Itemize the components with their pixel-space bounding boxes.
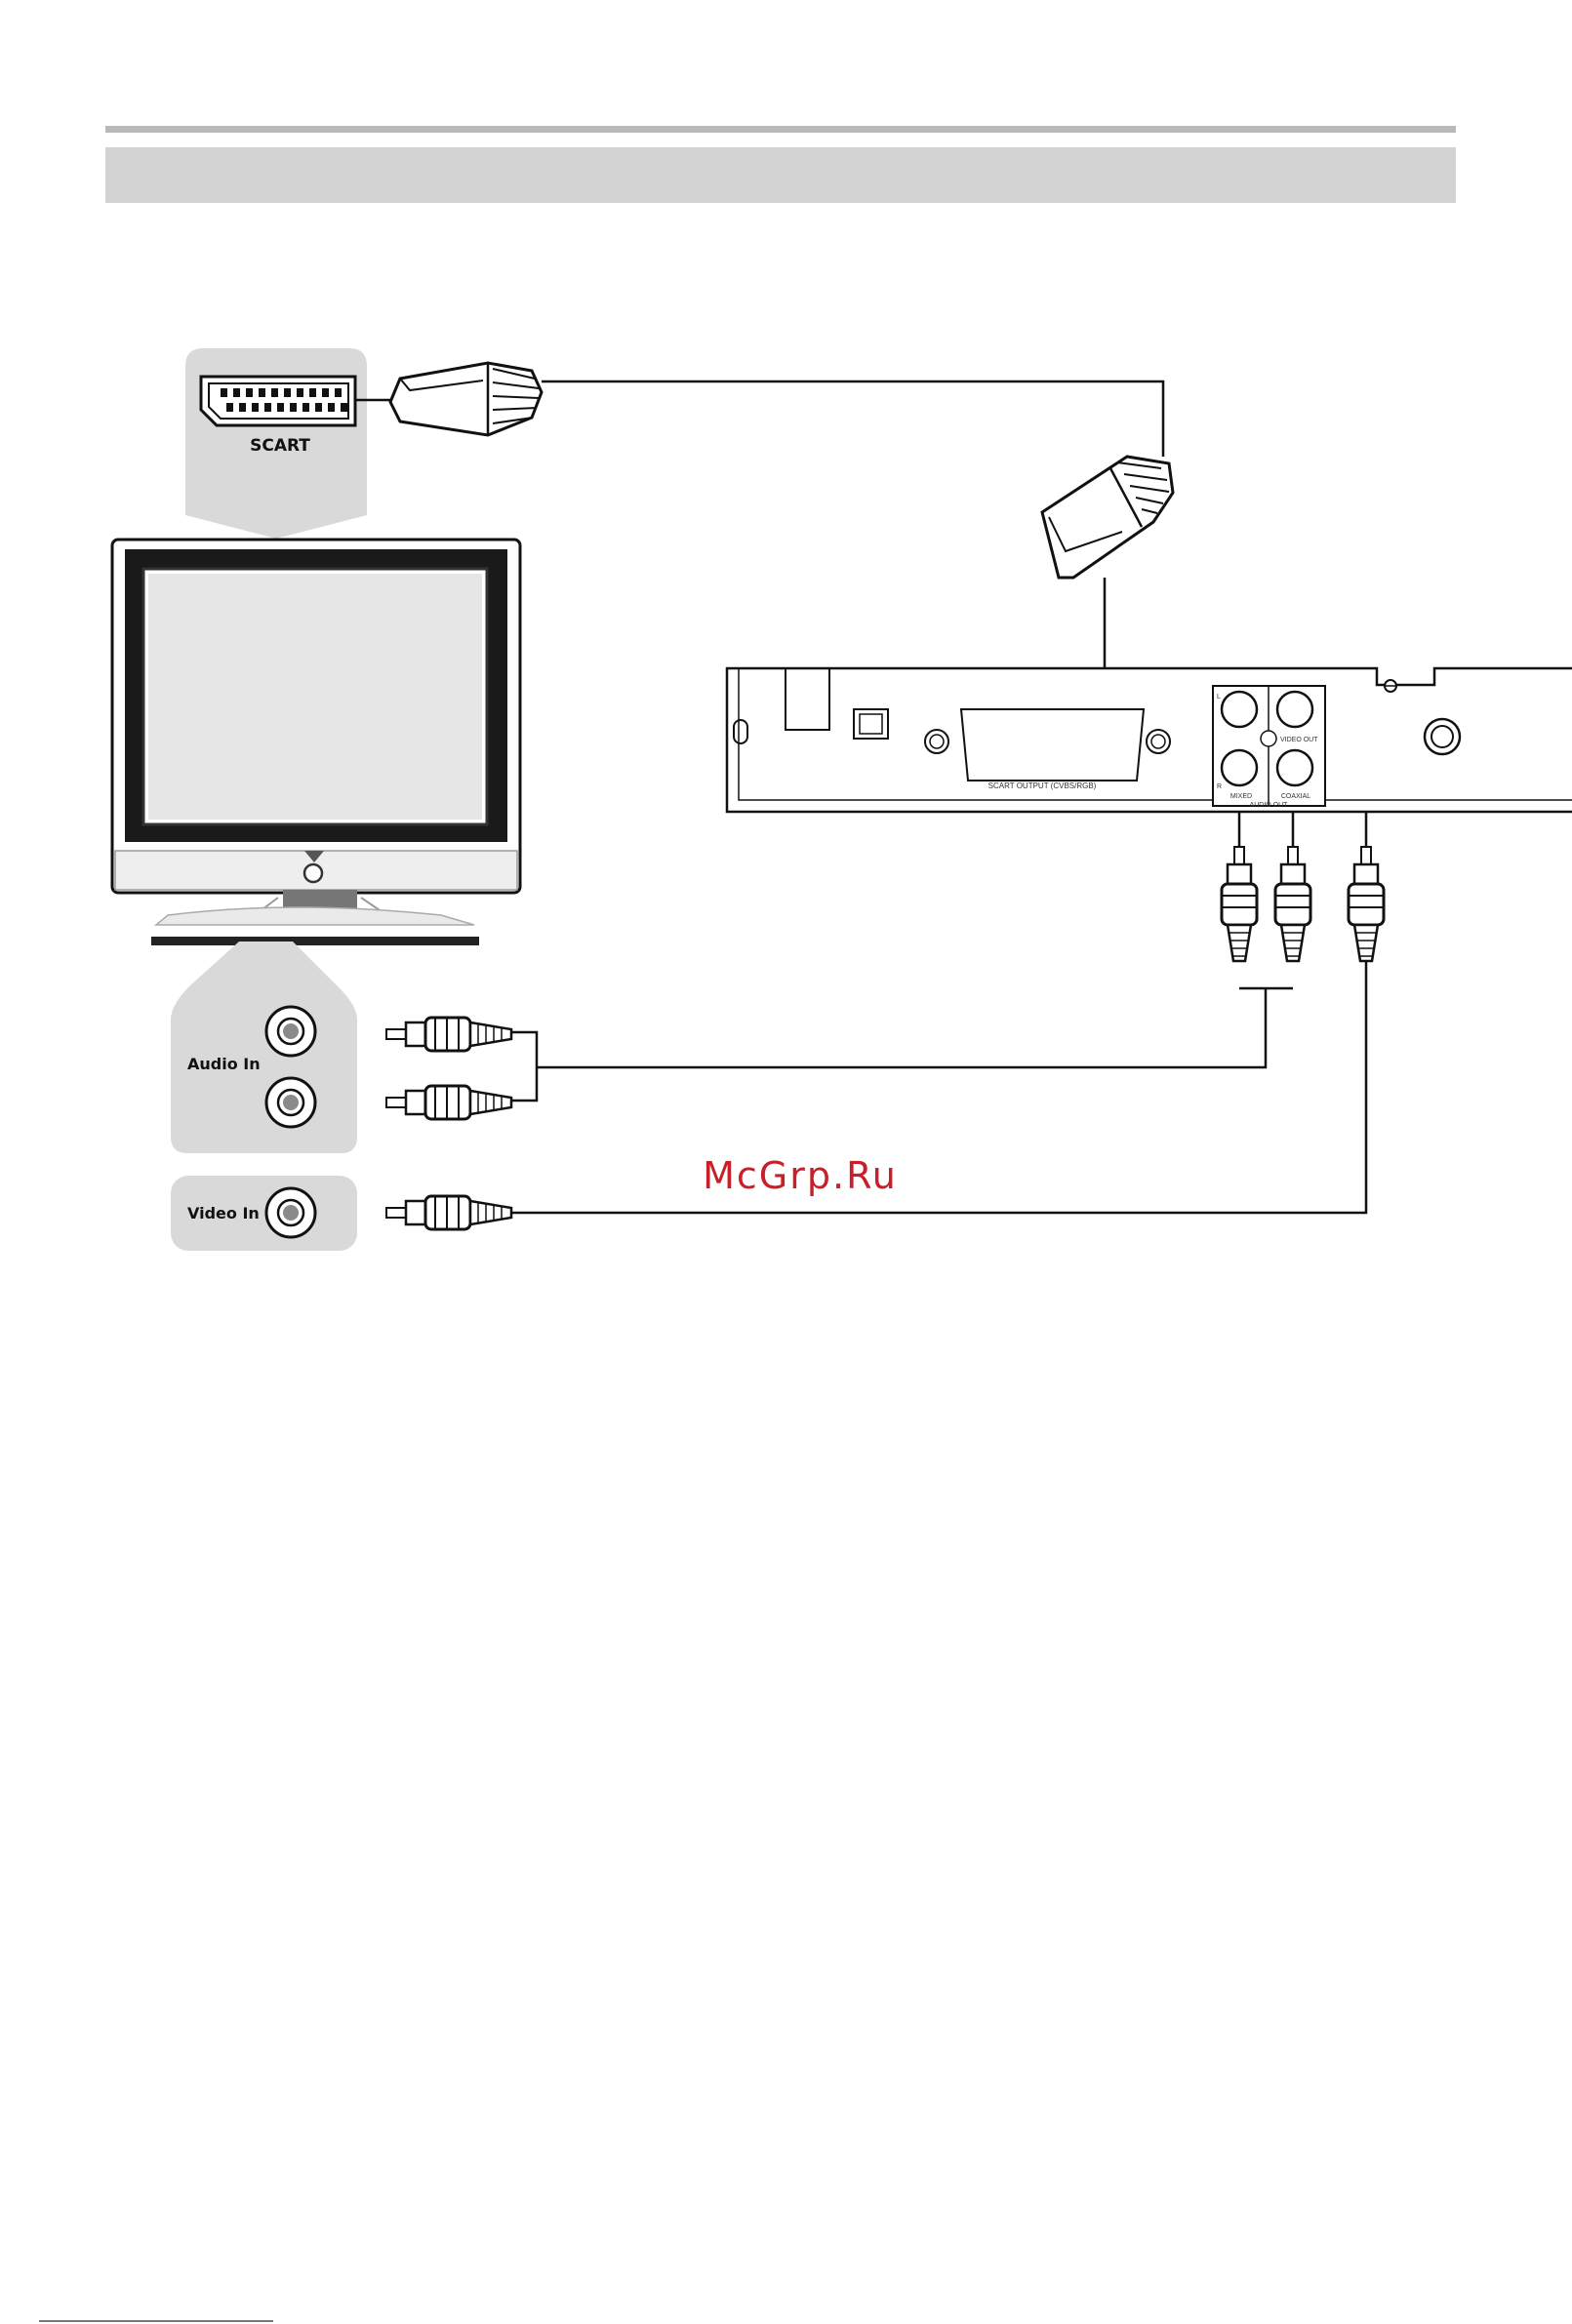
audio-in-jack-lower-icon [266,1078,315,1127]
audio-in-jack-upper-icon [266,1007,315,1056]
coaxial-label: COAXIAL [1281,793,1310,800]
video-in-label: Video In [187,1204,260,1222]
scart-output-label: SCART OUTPUT (CVBS/RGB) [988,781,1097,790]
scart-plug-player-icon [1042,457,1173,578]
scart-plug-tv-icon [355,363,542,435]
scart-label: SCART [250,436,310,456]
audio-out-l-jack-icon [1222,692,1257,727]
video-out-label: VIDEO OUT [1280,737,1318,743]
rca-plug-audio-out-r-icon [1275,847,1310,961]
audio-out-label: AUDIO OUT [1250,802,1289,809]
tv-icon [112,540,520,945]
coaxial-jack-icon [1277,750,1312,785]
video-out-jack-icon [1277,692,1312,727]
rca-plug-video-out-icon [1349,847,1384,961]
rca-plug-audio-out-l-icon [1222,847,1257,961]
rca-plug-audio-upper-icon [386,1018,511,1051]
video-in-jack-icon [266,1188,315,1237]
tv-audio-in-callout: Audio In [171,942,357,1153]
r-label: R [1217,783,1222,790]
footer-rule [39,2320,273,2322]
mixed-label: MIXED [1230,793,1252,800]
scart-cable [542,381,1163,457]
watermark-text: McGrp.Ru [703,1154,898,1197]
audio-in-label: Audio In [187,1055,261,1073]
dvd-player-back-panel: SCART OUTPUT (CVBS/RGB) L R VIDEO OUT MI… [727,668,1572,812]
rca-plug-audio-lower-icon [386,1086,511,1119]
rca-plug-video-icon [386,1196,511,1229]
audio-cable [511,988,1293,1101]
scart-socket-icon [201,377,355,425]
l-label: L [1217,694,1221,701]
video-cable [511,956,1366,1213]
tv-video-in-callout: Video In [171,1176,357,1251]
audio-out-r-jack-icon [1222,750,1257,785]
tv-scart-callout: SCART [185,348,367,539]
